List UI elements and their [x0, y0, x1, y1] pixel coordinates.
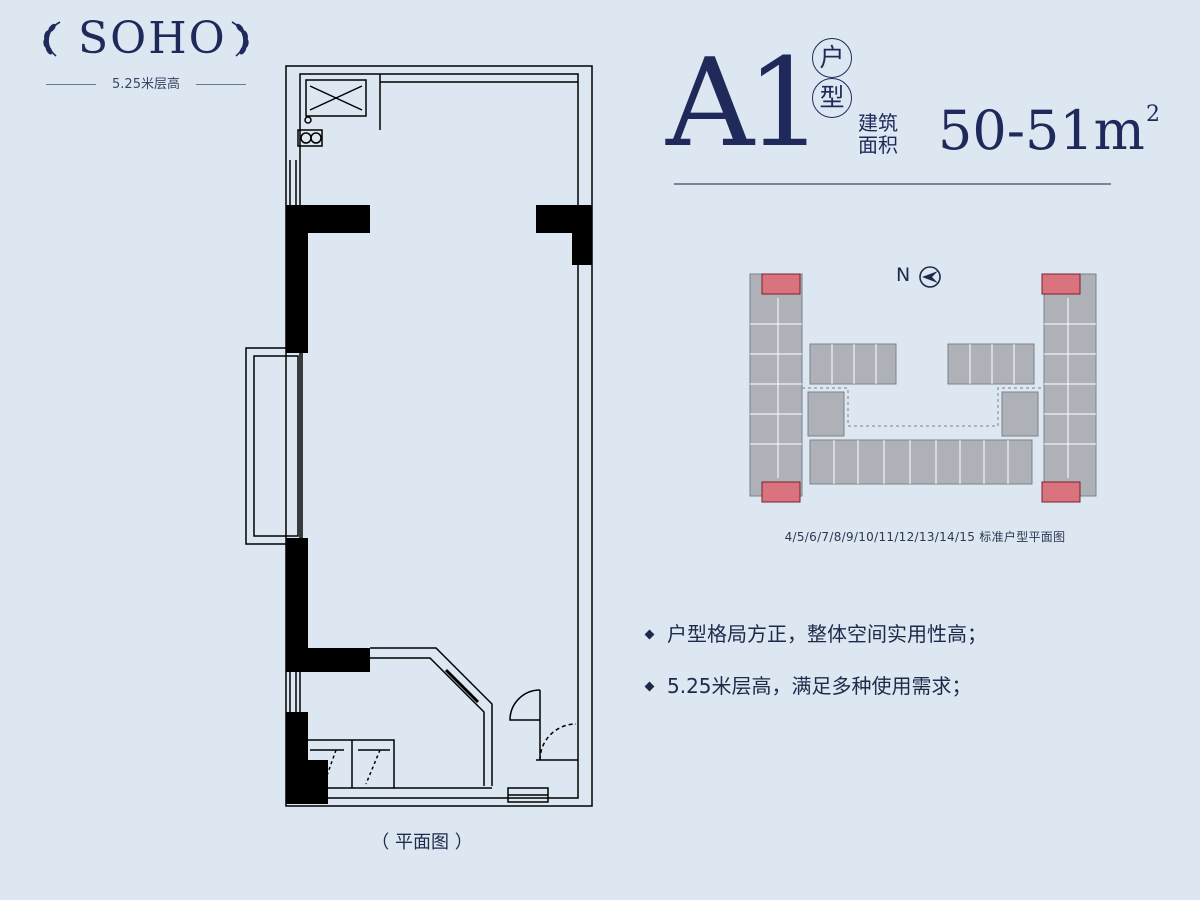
area-unit-exponent: 2	[1146, 102, 1160, 127]
brand-title: SOHO	[78, 13, 227, 64]
floor-plan	[240, 60, 610, 814]
unit-type-code: A1	[666, 32, 824, 174]
diamond-bullet-icon	[644, 629, 655, 639]
north-arrow-icon	[918, 265, 942, 293]
unit-type-badge-1: 户	[812, 38, 852, 78]
floor-plan-caption: （ 平面图 ）	[371, 832, 473, 853]
brand-divider-left	[46, 84, 96, 85]
key-plan-caption: 4/5/6/7/8/9/10/11/12/13/14/15 标准户型平面图	[784, 530, 1066, 544]
feature-text: 户型格局方正，整体空间实用性高；	[667, 622, 987, 646]
unit-type-badge-2: 型	[812, 78, 852, 118]
diamond-bullet-icon	[644, 681, 655, 691]
brand-subtitle: 5.25米层高	[112, 77, 180, 92]
feature-item: 户型格局方正，整体空间实用性高；	[644, 620, 987, 648]
laurel-left-icon	[36, 18, 66, 64]
area-value: 50-51m	[938, 99, 1145, 162]
title-divider	[674, 183, 1111, 185]
feature-text: 5.25米层高，满足多种使用需求；	[667, 674, 972, 698]
north-label: N	[896, 264, 911, 286]
key-plan	[738, 268, 1108, 522]
feature-item: 5.25米层高，满足多种使用需求；	[644, 672, 972, 700]
laurel-right-icon	[226, 18, 256, 64]
area-label: 建筑面积	[858, 111, 898, 157]
brand-divider-right	[196, 84, 246, 85]
